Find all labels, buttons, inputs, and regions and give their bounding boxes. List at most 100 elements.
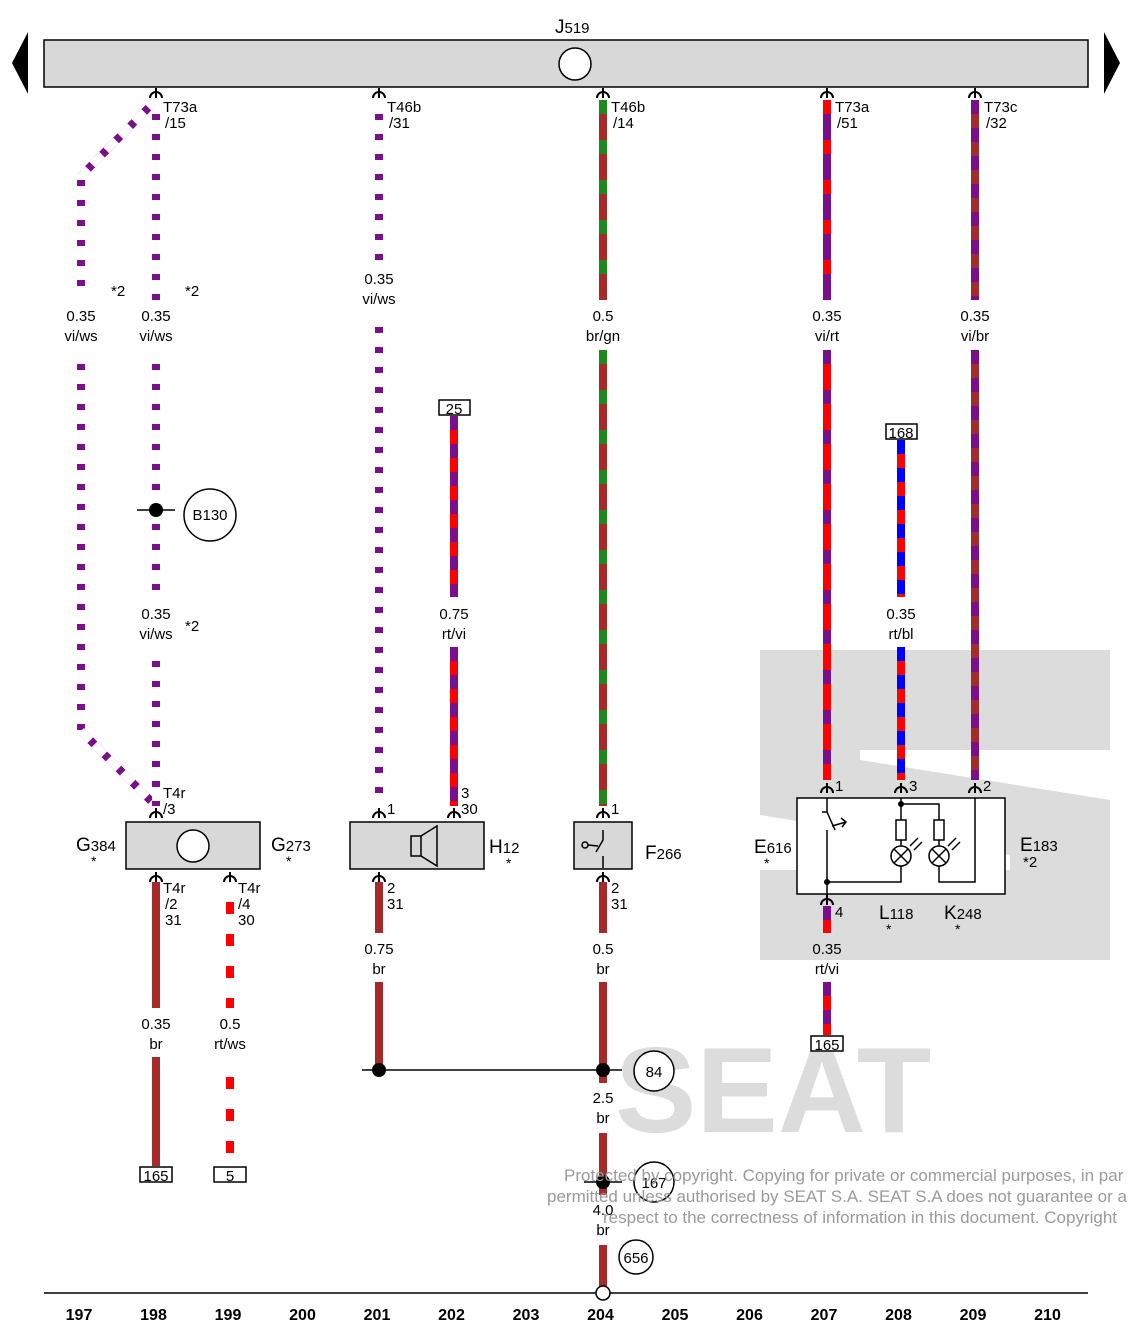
- connector-t73c-32: T73c/32: [984, 99, 1018, 132]
- ground-ref-656-label: 656: [623, 1250, 648, 1267]
- copyright-line-3: respect to the correctness of informatio…: [603, 1208, 1117, 1227]
- wire-note: *2: [185, 618, 199, 635]
- star-g273: *: [286, 853, 292, 869]
- page-ref-168-label: 168: [888, 425, 913, 442]
- grid-number: 207: [811, 1307, 838, 1324]
- splice-dot: [596, 1063, 610, 1077]
- j519-label: J519: [555, 17, 590, 38]
- ground-ref-84-label: 84: [646, 1064, 663, 1081]
- wires-layer: [77, 97, 979, 1287]
- switch-icon: [581, 830, 604, 868]
- star-l118: *: [886, 921, 892, 937]
- page-ref-165-b[interactable]: [810, 1035, 844, 1052]
- note-e183: *2: [1023, 854, 1037, 871]
- grid-number: 202: [438, 1307, 465, 1324]
- connector-t73a-15: T73a/15: [163, 99, 198, 132]
- page-ref-165-b-label: 165: [814, 1037, 839, 1054]
- pin-t4r-3: T4r/3: [163, 785, 186, 818]
- next-page-arrow[interactable]: [1104, 32, 1120, 94]
- page-ref-165-label: 165: [143, 1168, 168, 1185]
- label-g384: G384: [76, 835, 116, 856]
- page-ref-25-label: 25: [446, 401, 463, 418]
- electronic-symbol-icon: [558, 47, 592, 81]
- ground-point-icon: [595, 1285, 611, 1301]
- page-ref-25[interactable]: [438, 399, 471, 416]
- connector-t73a-51: T73a/51: [835, 99, 870, 132]
- star-k248: *: [955, 921, 961, 937]
- ground-ref-167-label: 167: [641, 1175, 666, 1192]
- ground-ref-b130[interactable]: [183, 488, 237, 542]
- pin-e183-4: 4: [835, 904, 843, 921]
- wire-note: *2: [185, 283, 199, 300]
- label-f266: F266: [645, 843, 682, 864]
- grid-number: 209: [960, 1307, 987, 1324]
- pin-e183-2: 2: [983, 778, 991, 795]
- grid-number: 199: [215, 1307, 242, 1324]
- splice-dot: [596, 1175, 610, 1189]
- copyright-line-1: Protected by copyright. Copying for priv…: [564, 1166, 1124, 1185]
- ground-ref-84[interactable]: [633, 1050, 675, 1092]
- grid-number: 197: [66, 1307, 93, 1324]
- ground-ref-167[interactable]: [633, 1161, 675, 1203]
- grid-number: 204: [587, 1307, 614, 1324]
- page-ref-168[interactable]: [885, 423, 918, 440]
- grid-number: 208: [885, 1307, 912, 1324]
- grid-number: 201: [364, 1307, 391, 1324]
- seat-wordmark-watermark: SEAT: [615, 1022, 931, 1158]
- pin-e183-3: 3: [909, 778, 917, 795]
- copyright-line-2: permitted unless authorised by SEAT S.A.…: [547, 1187, 1127, 1206]
- junction-dot: [824, 879, 830, 885]
- label-g273: G273: [271, 835, 311, 856]
- pin-f266-1: 1: [611, 801, 619, 818]
- previous-page-arrow[interactable]: [12, 32, 28, 94]
- label-h12: H12: [489, 837, 519, 858]
- splice-dot: [149, 503, 163, 517]
- label-l118: L118: [879, 903, 914, 924]
- grid-number: 198: [140, 1307, 167, 1324]
- horn-h12-box: [349, 821, 485, 870]
- label-e616: E616: [754, 837, 792, 858]
- ground-ref-656[interactable]: [618, 1239, 654, 1275]
- wire-197-upper: [77, 97, 159, 300]
- e183-internal-circuit: [822, 798, 976, 900]
- page-ref-165[interactable]: [139, 1166, 173, 1183]
- electronic-symbol-icon: [176, 829, 210, 863]
- seat-logo-watermark: SEAT: [615, 650, 1110, 1158]
- connector-t46b-14: T46b/14: [611, 99, 645, 132]
- grid-number: 200: [289, 1307, 316, 1324]
- grid-number: 203: [513, 1307, 540, 1324]
- grid-number: 205: [662, 1307, 689, 1324]
- connector-t46b-31: T46b/31: [387, 99, 421, 132]
- wire-note: *2: [111, 283, 125, 300]
- pin-e183-1: 1: [835, 778, 843, 795]
- junction-dot: [898, 801, 904, 807]
- wire-197-lower: [77, 350, 159, 809]
- star-g384: *: [91, 853, 97, 869]
- star-h12: *: [506, 855, 512, 871]
- label-k248: K248: [944, 903, 982, 924]
- page-ref-5[interactable]: [213, 1166, 247, 1183]
- label-e183: E183: [1020, 835, 1058, 856]
- pin-h12-1: 1: [387, 801, 395, 818]
